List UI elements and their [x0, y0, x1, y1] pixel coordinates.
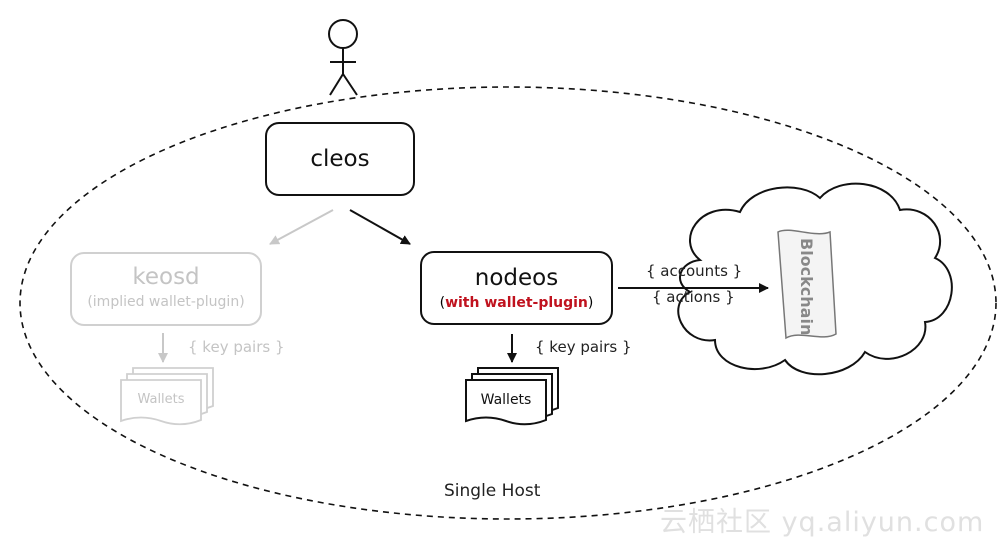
- nodeos-sublabel: (with wallet-plugin): [422, 295, 611, 311]
- right-key-pairs-label: { key pairs }: [535, 338, 632, 356]
- blockchain-scroll-icon: [777, 229, 837, 340]
- nodeos-sub-open: (: [439, 295, 446, 311]
- accounts-label: { accounts }: [646, 262, 743, 280]
- right-wallets-stack: [465, 367, 559, 426]
- single-host-boundary: [19, 86, 997, 520]
- nodeos-label: nodeos: [474, 265, 559, 291]
- left-wallets-stack: [120, 367, 214, 426]
- nodeos-box[interactable]: nodeos (with wallet-plugin): [420, 251, 613, 325]
- left-key-pairs-label: { key pairs }: [188, 338, 285, 356]
- right-wallets-label: Wallets: [480, 392, 532, 408]
- cleos-box[interactable]: cleos: [265, 122, 415, 196]
- blockchain-label: Blockchain: [797, 238, 816, 336]
- watermark: 云栖社区 yq.aliyun.com: [660, 507, 985, 538]
- left-wallets-label: Wallets: [137, 392, 185, 407]
- keosd-label: keosd: [132, 264, 200, 290]
- keosd-box[interactable]: keosd (implied wallet-plugin): [70, 252, 262, 326]
- nodeos-sub-highlight: with wallet-plugin: [445, 295, 588, 311]
- arrow-cleos-to-nodeos: [349, 209, 411, 245]
- arrow-cleos-to-keosd: [269, 209, 334, 245]
- single-host-label: Single Host: [444, 481, 541, 501]
- cleos-label: cleos: [310, 146, 370, 172]
- actions-label: { actions }: [652, 288, 735, 306]
- user-icon: [328, 19, 358, 96]
- keosd-sublabel: (implied wallet-plugin): [87, 294, 245, 310]
- nodeos-sub-close: ): [587, 295, 594, 311]
